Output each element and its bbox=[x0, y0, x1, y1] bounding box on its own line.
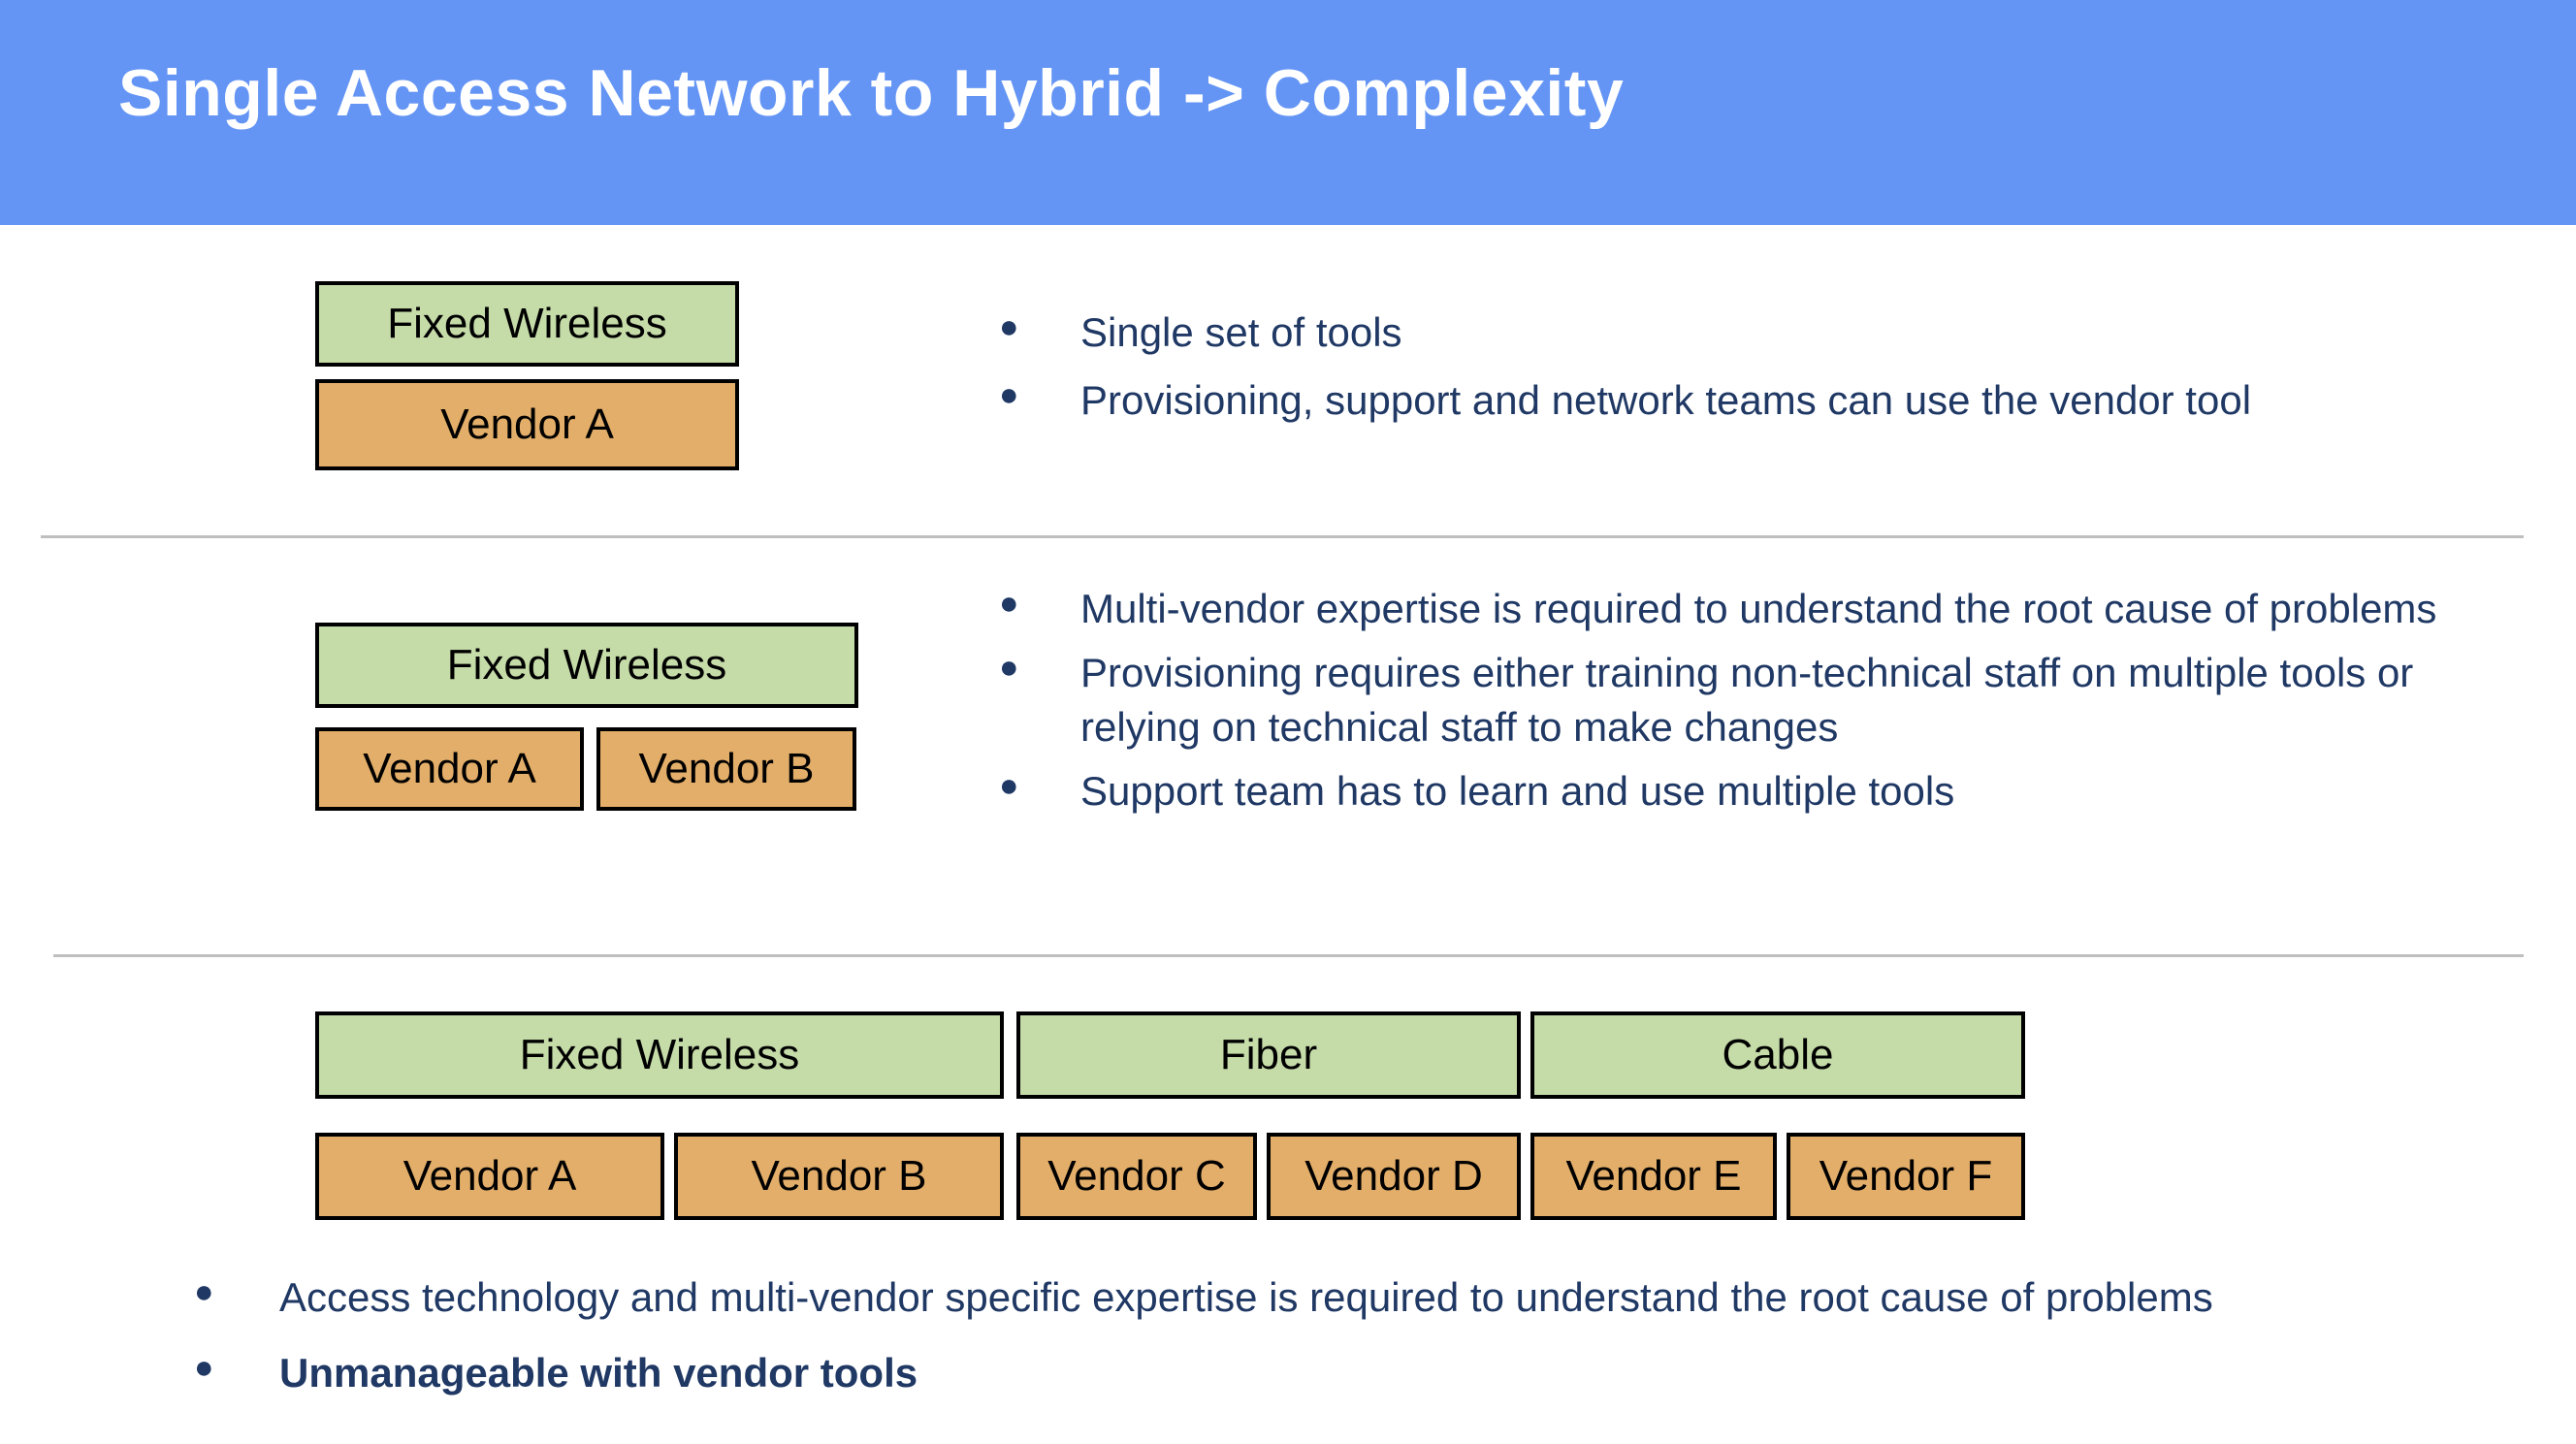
access-box-label: Fiber bbox=[1219, 1031, 1318, 1078]
access-box-cable-s3: Cable bbox=[1530, 1011, 2025, 1099]
vendor-box-c-s3: Vendor C bbox=[1016, 1133, 1257, 1220]
vendor-box-label: Vendor A bbox=[363, 745, 536, 792]
bullet-text: Multi-vendor expertise is required to un… bbox=[1080, 586, 2437, 631]
vendor-box-f-s3: Vendor F bbox=[1787, 1133, 2025, 1220]
access-box-label: Cable bbox=[1722, 1031, 1834, 1078]
bullet-text: Single set of tools bbox=[1080, 309, 1402, 355]
bullet-dot-icon: ● bbox=[999, 375, 1019, 413]
access-box-fixed-wireless-s3: Fixed Wireless bbox=[315, 1011, 1004, 1099]
bullet-text: Unmanageable with vendor tools bbox=[279, 1349, 918, 1396]
list-item: ● Multi-vendor expertise is required to … bbox=[999, 582, 2531, 636]
bullet-text: Support team has to learn and use multip… bbox=[1080, 767, 1955, 814]
vendor-box-label: Vendor A bbox=[402, 1152, 577, 1200]
vendor-box-a-s3: Vendor A bbox=[315, 1133, 664, 1220]
bullet-dot-icon: ● bbox=[999, 308, 1019, 345]
bullet-list-section-1: ● Single set of tools ● Provisioning, su… bbox=[999, 305, 2512, 441]
bullet-dot-icon: ● bbox=[194, 1348, 214, 1386]
access-box-fixed-wireless-s1: Fixed Wireless bbox=[315, 281, 739, 367]
list-item: ● Provisioning requires either training … bbox=[999, 646, 2531, 754]
bullet-text: Provisioning requires either training no… bbox=[1080, 649, 2414, 750]
vendor-box-label: Vendor C bbox=[1047, 1152, 1226, 1200]
vendor-box-a-s2: Vendor A bbox=[315, 727, 584, 811]
vendor-box-label: Vendor B bbox=[638, 745, 815, 792]
vendor-box-e-s3: Vendor E bbox=[1530, 1133, 1777, 1220]
list-item: ● Support team has to learn and use mult… bbox=[999, 764, 2531, 818]
bullet-dot-icon: ● bbox=[999, 585, 1019, 622]
vendor-box-label: Vendor F bbox=[1819, 1152, 1993, 1200]
slide-header-bar bbox=[0, 0, 2576, 225]
vendor-box-label: Vendor E bbox=[1565, 1152, 1742, 1200]
bullet-dot-icon: ● bbox=[194, 1273, 214, 1310]
bullet-list-section-3: ● Access technology and multi-vendor spe… bbox=[194, 1270, 2522, 1422]
bullet-list-section-2: ● Multi-vendor expertise is required to … bbox=[999, 582, 2531, 827]
bullet-dot-icon: ● bbox=[999, 766, 1019, 804]
list-item: ● Unmanageable with vendor tools bbox=[194, 1346, 2522, 1400]
vendor-box-a-s1: Vendor A bbox=[315, 379, 739, 470]
access-box-fiber-s3: Fiber bbox=[1016, 1011, 1521, 1099]
list-item: ● Single set of tools bbox=[999, 305, 2512, 360]
vendor-box-label: Vendor A bbox=[440, 401, 614, 448]
vendor-box-label: Vendor B bbox=[751, 1152, 927, 1200]
bullet-text: Access technology and multi-vendor speci… bbox=[279, 1274, 2213, 1320]
section-divider-1 bbox=[41, 535, 2524, 538]
vendor-box-d-s3: Vendor D bbox=[1267, 1133, 1521, 1220]
vendor-box-label: Vendor D bbox=[1304, 1152, 1483, 1200]
page-title: Single Access Network to Hybrid -> Compl… bbox=[118, 56, 1625, 130]
list-item: ● Access technology and multi-vendor spe… bbox=[194, 1270, 2522, 1325]
vendor-box-b-s2: Vendor B bbox=[596, 727, 856, 811]
vendor-box-b-s3: Vendor B bbox=[674, 1133, 1004, 1220]
bullet-dot-icon: ● bbox=[999, 648, 1019, 686]
access-box-fixed-wireless-s2: Fixed Wireless bbox=[315, 623, 858, 708]
access-box-label: Fixed Wireless bbox=[387, 300, 667, 347]
bullet-text: Provisioning, support and network teams … bbox=[1080, 376, 2252, 423]
section-divider-2 bbox=[53, 954, 2524, 957]
access-box-label: Fixed Wireless bbox=[446, 641, 727, 689]
access-box-label: Fixed Wireless bbox=[519, 1031, 800, 1078]
list-item: ● Provisioning, support and network team… bbox=[999, 373, 2512, 428]
